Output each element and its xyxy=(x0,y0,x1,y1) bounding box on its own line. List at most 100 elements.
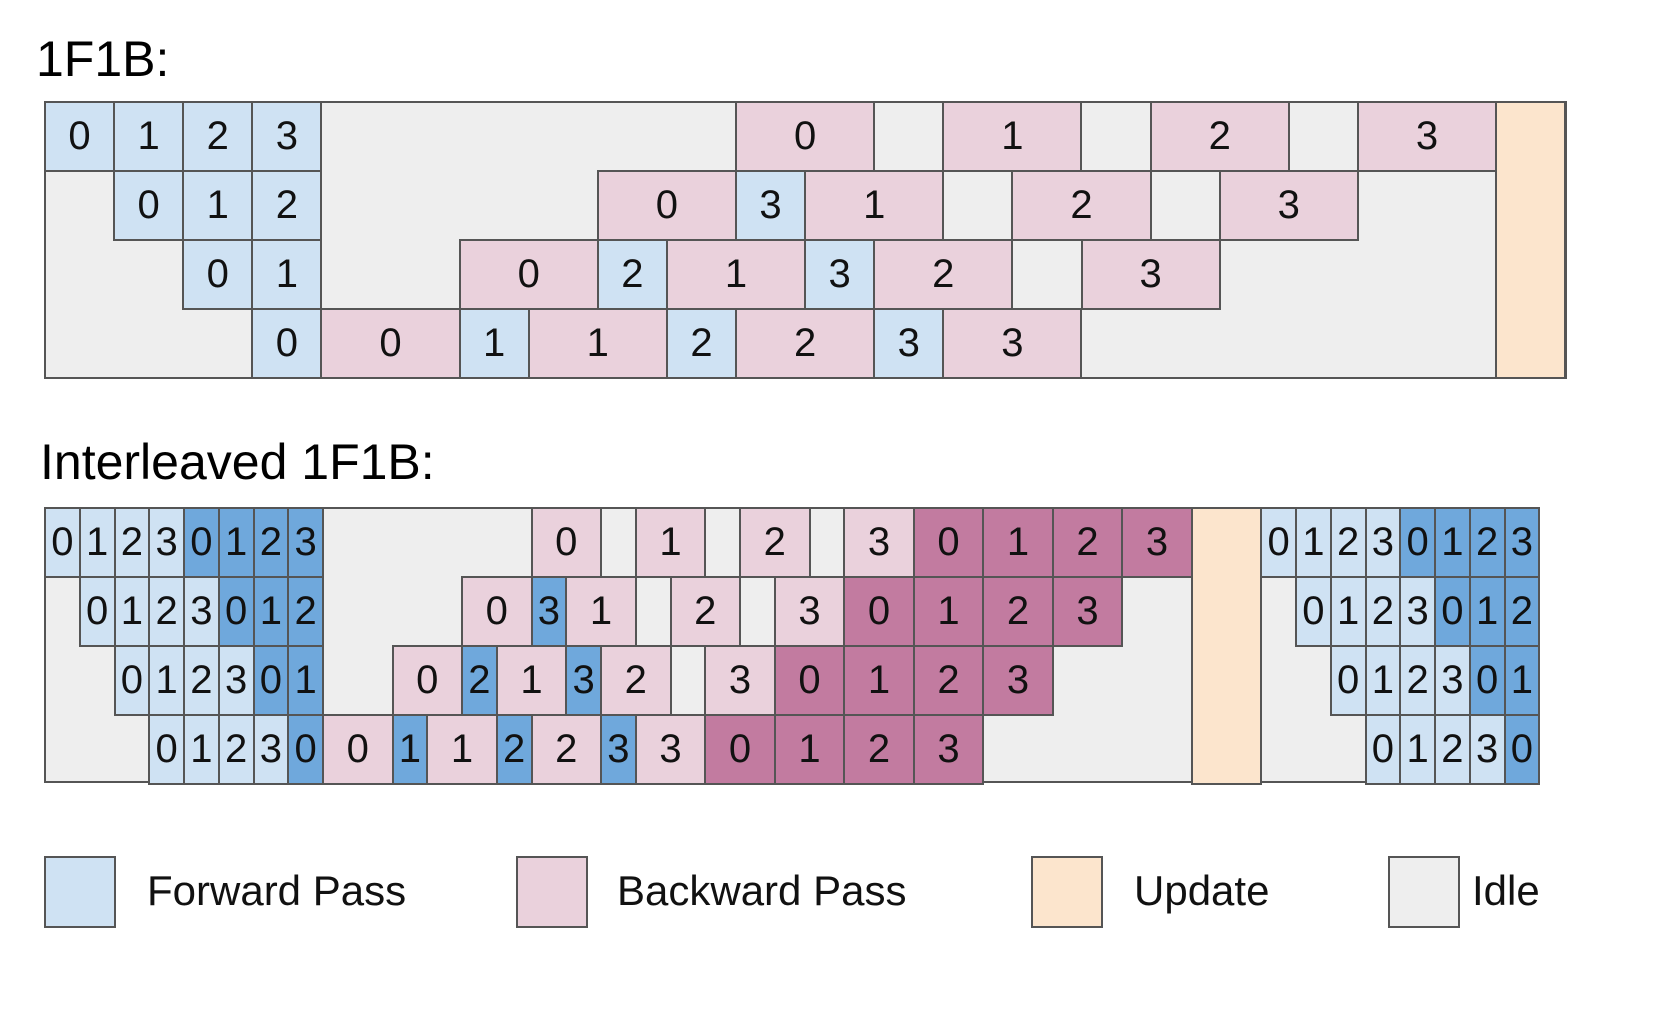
block-backward-0: 0 xyxy=(735,101,876,172)
block-forward-3: 3 xyxy=(217,645,255,716)
block-forward-1: 1 xyxy=(458,308,530,379)
block-forward-chunk2-0: 0 xyxy=(1468,645,1506,716)
block-forward-1: 1 xyxy=(1329,576,1367,647)
block-forward-3: 3 xyxy=(251,101,323,172)
block-backward-2: 2 xyxy=(600,645,672,716)
block-backward-1: 1 xyxy=(804,170,945,241)
block-forward-chunk2-3: 3 xyxy=(600,714,637,785)
block-forward-2: 2 xyxy=(1329,507,1367,578)
block-forward-3: 3 xyxy=(1364,507,1402,578)
block-forward-1: 1 xyxy=(148,645,185,716)
block-backward-3: 3 xyxy=(1356,101,1498,172)
block-forward-3: 3 xyxy=(148,507,185,578)
block-forward-1: 1 xyxy=(1295,507,1332,578)
block-backward-3: 3 xyxy=(942,308,1083,379)
block-forward-2: 2 xyxy=(217,714,255,785)
block-backward-3: 3 xyxy=(843,507,915,578)
block-backward-0: 0 xyxy=(322,714,394,785)
block-backward-chunk2-1: 1 xyxy=(912,576,985,647)
block-backward-chunk2-1: 1 xyxy=(982,507,1054,578)
block-forward-chunk2-3: 3 xyxy=(1503,507,1541,578)
block-forward-chunk2-2: 2 xyxy=(287,576,324,647)
block-forward-chunk2-0: 0 xyxy=(217,576,255,647)
block-forward-2: 2 xyxy=(251,170,323,241)
block-forward-2: 2 xyxy=(1399,645,1436,716)
block-backward-chunk2-0: 0 xyxy=(843,576,915,647)
block-backward-chunk2-2: 2 xyxy=(843,714,915,785)
block-backward-2: 2 xyxy=(530,714,602,785)
block-backward-1: 1 xyxy=(527,308,668,379)
block-forward-chunk2-2: 2 xyxy=(252,507,290,578)
legend-forward-swatch xyxy=(44,856,116,928)
block-update-step xyxy=(1495,101,1567,379)
block-backward-0: 0 xyxy=(458,239,599,310)
block-backward-2: 2 xyxy=(735,308,876,379)
block-forward-chunk2-2: 2 xyxy=(1503,576,1541,647)
block-forward-0: 0 xyxy=(44,507,81,578)
block-update-step xyxy=(1190,507,1263,785)
block-backward-3: 3 xyxy=(704,645,776,716)
block-backward-1: 1 xyxy=(634,507,707,578)
block-forward-0: 0 xyxy=(148,714,185,785)
block-backward-3: 3 xyxy=(773,576,846,647)
block-forward-0: 0 xyxy=(251,308,323,379)
block-forward-2: 2 xyxy=(1434,714,1471,785)
block-forward-chunk2-0: 0 xyxy=(287,714,324,785)
block-backward-chunk2-2: 2 xyxy=(982,576,1054,647)
block-forward-chunk2-1: 1 xyxy=(1503,645,1541,716)
block-backward-2: 2 xyxy=(669,576,741,647)
legend-backward-swatch xyxy=(516,856,588,928)
block-forward-chunk2-3: 3 xyxy=(287,507,324,578)
block-forward-chunk2-2: 2 xyxy=(461,645,498,716)
block-backward-chunk2-3: 3 xyxy=(1051,576,1124,647)
legend-idle-label: Idle xyxy=(1472,867,1540,914)
block-backward-chunk2-0: 0 xyxy=(704,714,776,785)
block-backward-chunk2-0: 0 xyxy=(773,645,846,716)
block-backward-1: 1 xyxy=(426,714,498,785)
block-forward-2: 2 xyxy=(596,239,668,310)
block-forward-0: 0 xyxy=(44,101,116,172)
block-backward-2: 2 xyxy=(739,507,811,578)
block-forward-2: 2 xyxy=(665,308,737,379)
block-backward-1: 1 xyxy=(495,645,568,716)
block-backward-0: 0 xyxy=(596,170,737,241)
block-backward-1: 1 xyxy=(565,576,637,647)
block-forward-1: 1 xyxy=(183,714,220,785)
block-forward-0: 0 xyxy=(182,239,254,310)
block-forward-2: 2 xyxy=(1364,576,1402,647)
block-backward-3: 3 xyxy=(634,714,707,785)
block-forward-chunk2-1: 1 xyxy=(1434,507,1471,578)
block-forward-chunk2-3: 3 xyxy=(565,645,602,716)
block-forward-1: 1 xyxy=(251,239,323,310)
block-forward-3: 3 xyxy=(804,239,876,310)
block-backward-chunk2-1: 1 xyxy=(773,714,846,785)
block-forward-0: 0 xyxy=(1329,645,1367,716)
block-forward-1: 1 xyxy=(1399,714,1436,785)
block-forward-3: 3 xyxy=(252,714,290,785)
block-backward-2: 2 xyxy=(1149,101,1290,172)
block-forward-3: 3 xyxy=(1399,576,1436,647)
block-forward-1: 1 xyxy=(1364,645,1402,716)
block-forward-chunk2-0: 0 xyxy=(1434,576,1471,647)
block-backward-chunk2-0: 0 xyxy=(912,507,985,578)
block-forward-chunk2-1: 1 xyxy=(391,714,429,785)
legend-forward-label: Forward Pass xyxy=(147,867,407,914)
block-forward-3: 3 xyxy=(735,170,807,241)
block-forward-1: 1 xyxy=(113,576,151,647)
block-backward-0: 0 xyxy=(320,308,461,379)
legend-backward-label: Backward Pass xyxy=(617,867,907,914)
block-backward-1: 1 xyxy=(942,101,1083,172)
block-forward-2: 2 xyxy=(183,645,220,716)
block-forward-chunk2-2: 2 xyxy=(495,714,533,785)
legend-update-label: Update xyxy=(1134,867,1270,914)
block-backward-chunk2-2: 2 xyxy=(912,645,985,716)
block-backward-0: 0 xyxy=(461,576,533,647)
block-forward-1: 1 xyxy=(78,507,116,578)
block-backward-0: 0 xyxy=(391,645,463,716)
block-forward-0: 0 xyxy=(78,576,116,647)
block-forward-chunk2-1: 1 xyxy=(1468,576,1506,647)
block-backward-0: 0 xyxy=(530,507,602,578)
block-forward-chunk2-3: 3 xyxy=(530,576,568,647)
